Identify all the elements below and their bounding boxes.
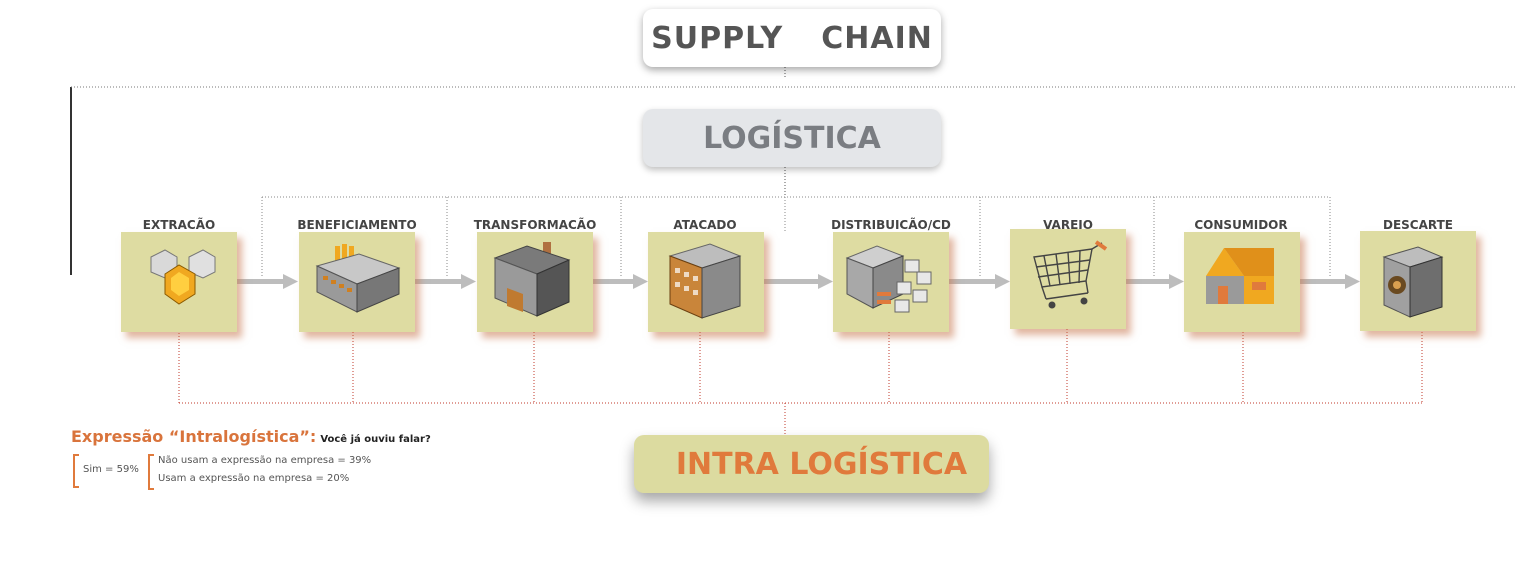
logistica-label: LOGÍSTICA (703, 120, 881, 156)
stage-tile-descarte (1360, 231, 1476, 331)
recycle-bin-icon (1382, 246, 1444, 318)
survey-detail-not-used: Não usam a expressão na empresa = 39% (158, 455, 372, 466)
processing-plant-icon (315, 244, 401, 313)
stage-tile-distribuicao (833, 232, 949, 332)
stage-label-extracao: EXTRACÃO (142, 218, 216, 232)
factory-icon (493, 242, 571, 317)
supply-chain-title: SUPPLY CHAIN (643, 9, 941, 67)
stage-label-transformacao: TRANSFORMACÃO (473, 218, 597, 232)
mineral-icon (150, 249, 216, 305)
shopping-cart-icon (1033, 240, 1108, 309)
stage-tile-extracao (121, 232, 237, 332)
stage-label-atacado: ATACADO (673, 218, 737, 232)
stage-tile-atacado (648, 232, 764, 332)
survey-yes-value: Sim = 59% (83, 464, 139, 475)
warehouse-building-icon (668, 243, 742, 319)
survey-detail-used: Usam a expressão na empresa = 20% (158, 473, 350, 484)
stage-label-beneficiamento: BENEFICIAMENTO (297, 218, 417, 232)
logistica-box: LOGÍSTICA (643, 109, 941, 167)
survey-title-text: Expressão “Intralogística”: (71, 427, 317, 446)
intra-logistica-box: INTRA LOGÍSTICA (634, 435, 989, 493)
stage-tile-consumidor (1184, 232, 1300, 332)
stage-tile-varejo (1010, 229, 1126, 329)
stage-label-consumidor: CONSUMIDOR (1194, 218, 1288, 232)
survey-title: Expressão “Intralogística”:Você já ouviu… (71, 427, 431, 446)
stage-tile-beneficiamento (299, 232, 415, 332)
stage-tile-transformacao (477, 232, 593, 332)
title-word-chain: CHAIN (821, 20, 933, 56)
stage-label-distribuicao: DISTRIBUICÃO/CD (831, 218, 951, 232)
intra-logistica-label: INTRA LOGÍSTICA (675, 446, 968, 482)
stage-label-varejo: VAREJO (1043, 218, 1093, 232)
stage-label-descarte: DESCARTE (1383, 218, 1453, 232)
distribution-boxes-icon (845, 245, 932, 313)
detail-bracket (148, 454, 154, 490)
title-word-supply: SUPPLY (651, 20, 784, 56)
survey-question: Você já ouviu falar? (320, 434, 431, 445)
yes-bracket (73, 454, 79, 488)
house-icon (1206, 248, 1274, 304)
